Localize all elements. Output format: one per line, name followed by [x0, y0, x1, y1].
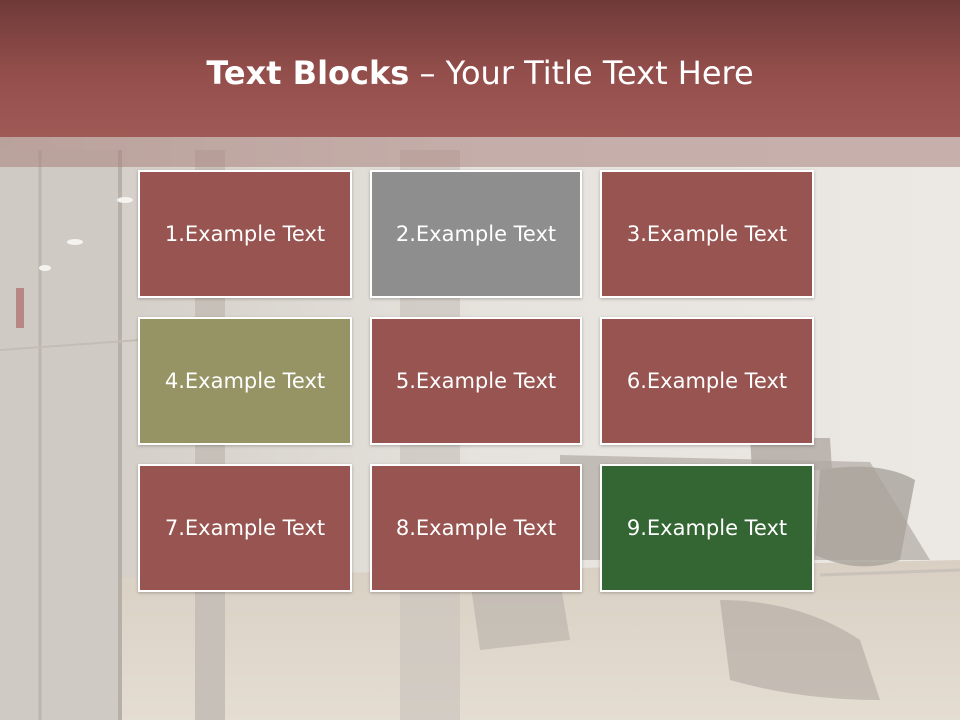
slide-title: Text Blocks – Your Title Text Here	[0, 54, 960, 92]
text-block-1[interactable]: 1.Example Text	[138, 170, 352, 298]
slide-title-separator: –	[419, 54, 436, 92]
text-block-4[interactable]: 4.Example Text	[138, 317, 352, 445]
text-block-6[interactable]: 6.Example Text	[600, 317, 814, 445]
text-block-2[interactable]: 2.Example Text	[370, 170, 582, 298]
slide-title-bold: Text Blocks	[206, 54, 410, 92]
text-block-8[interactable]: 8.Example Text	[370, 464, 582, 592]
text-block-9[interactable]: 9.Example Text	[600, 464, 814, 592]
text-block-grid: 1.Example Text 2.Example Text 3.Example …	[138, 170, 814, 592]
text-block-5[interactable]: 5.Example Text	[370, 317, 582, 445]
text-block-7[interactable]: 7.Example Text	[138, 464, 352, 592]
title-banner	[0, 0, 960, 137]
title-banner-strip	[0, 137, 960, 167]
text-block-3[interactable]: 3.Example Text	[600, 170, 814, 298]
slide-title-rest: Your Title Text Here	[445, 54, 754, 92]
